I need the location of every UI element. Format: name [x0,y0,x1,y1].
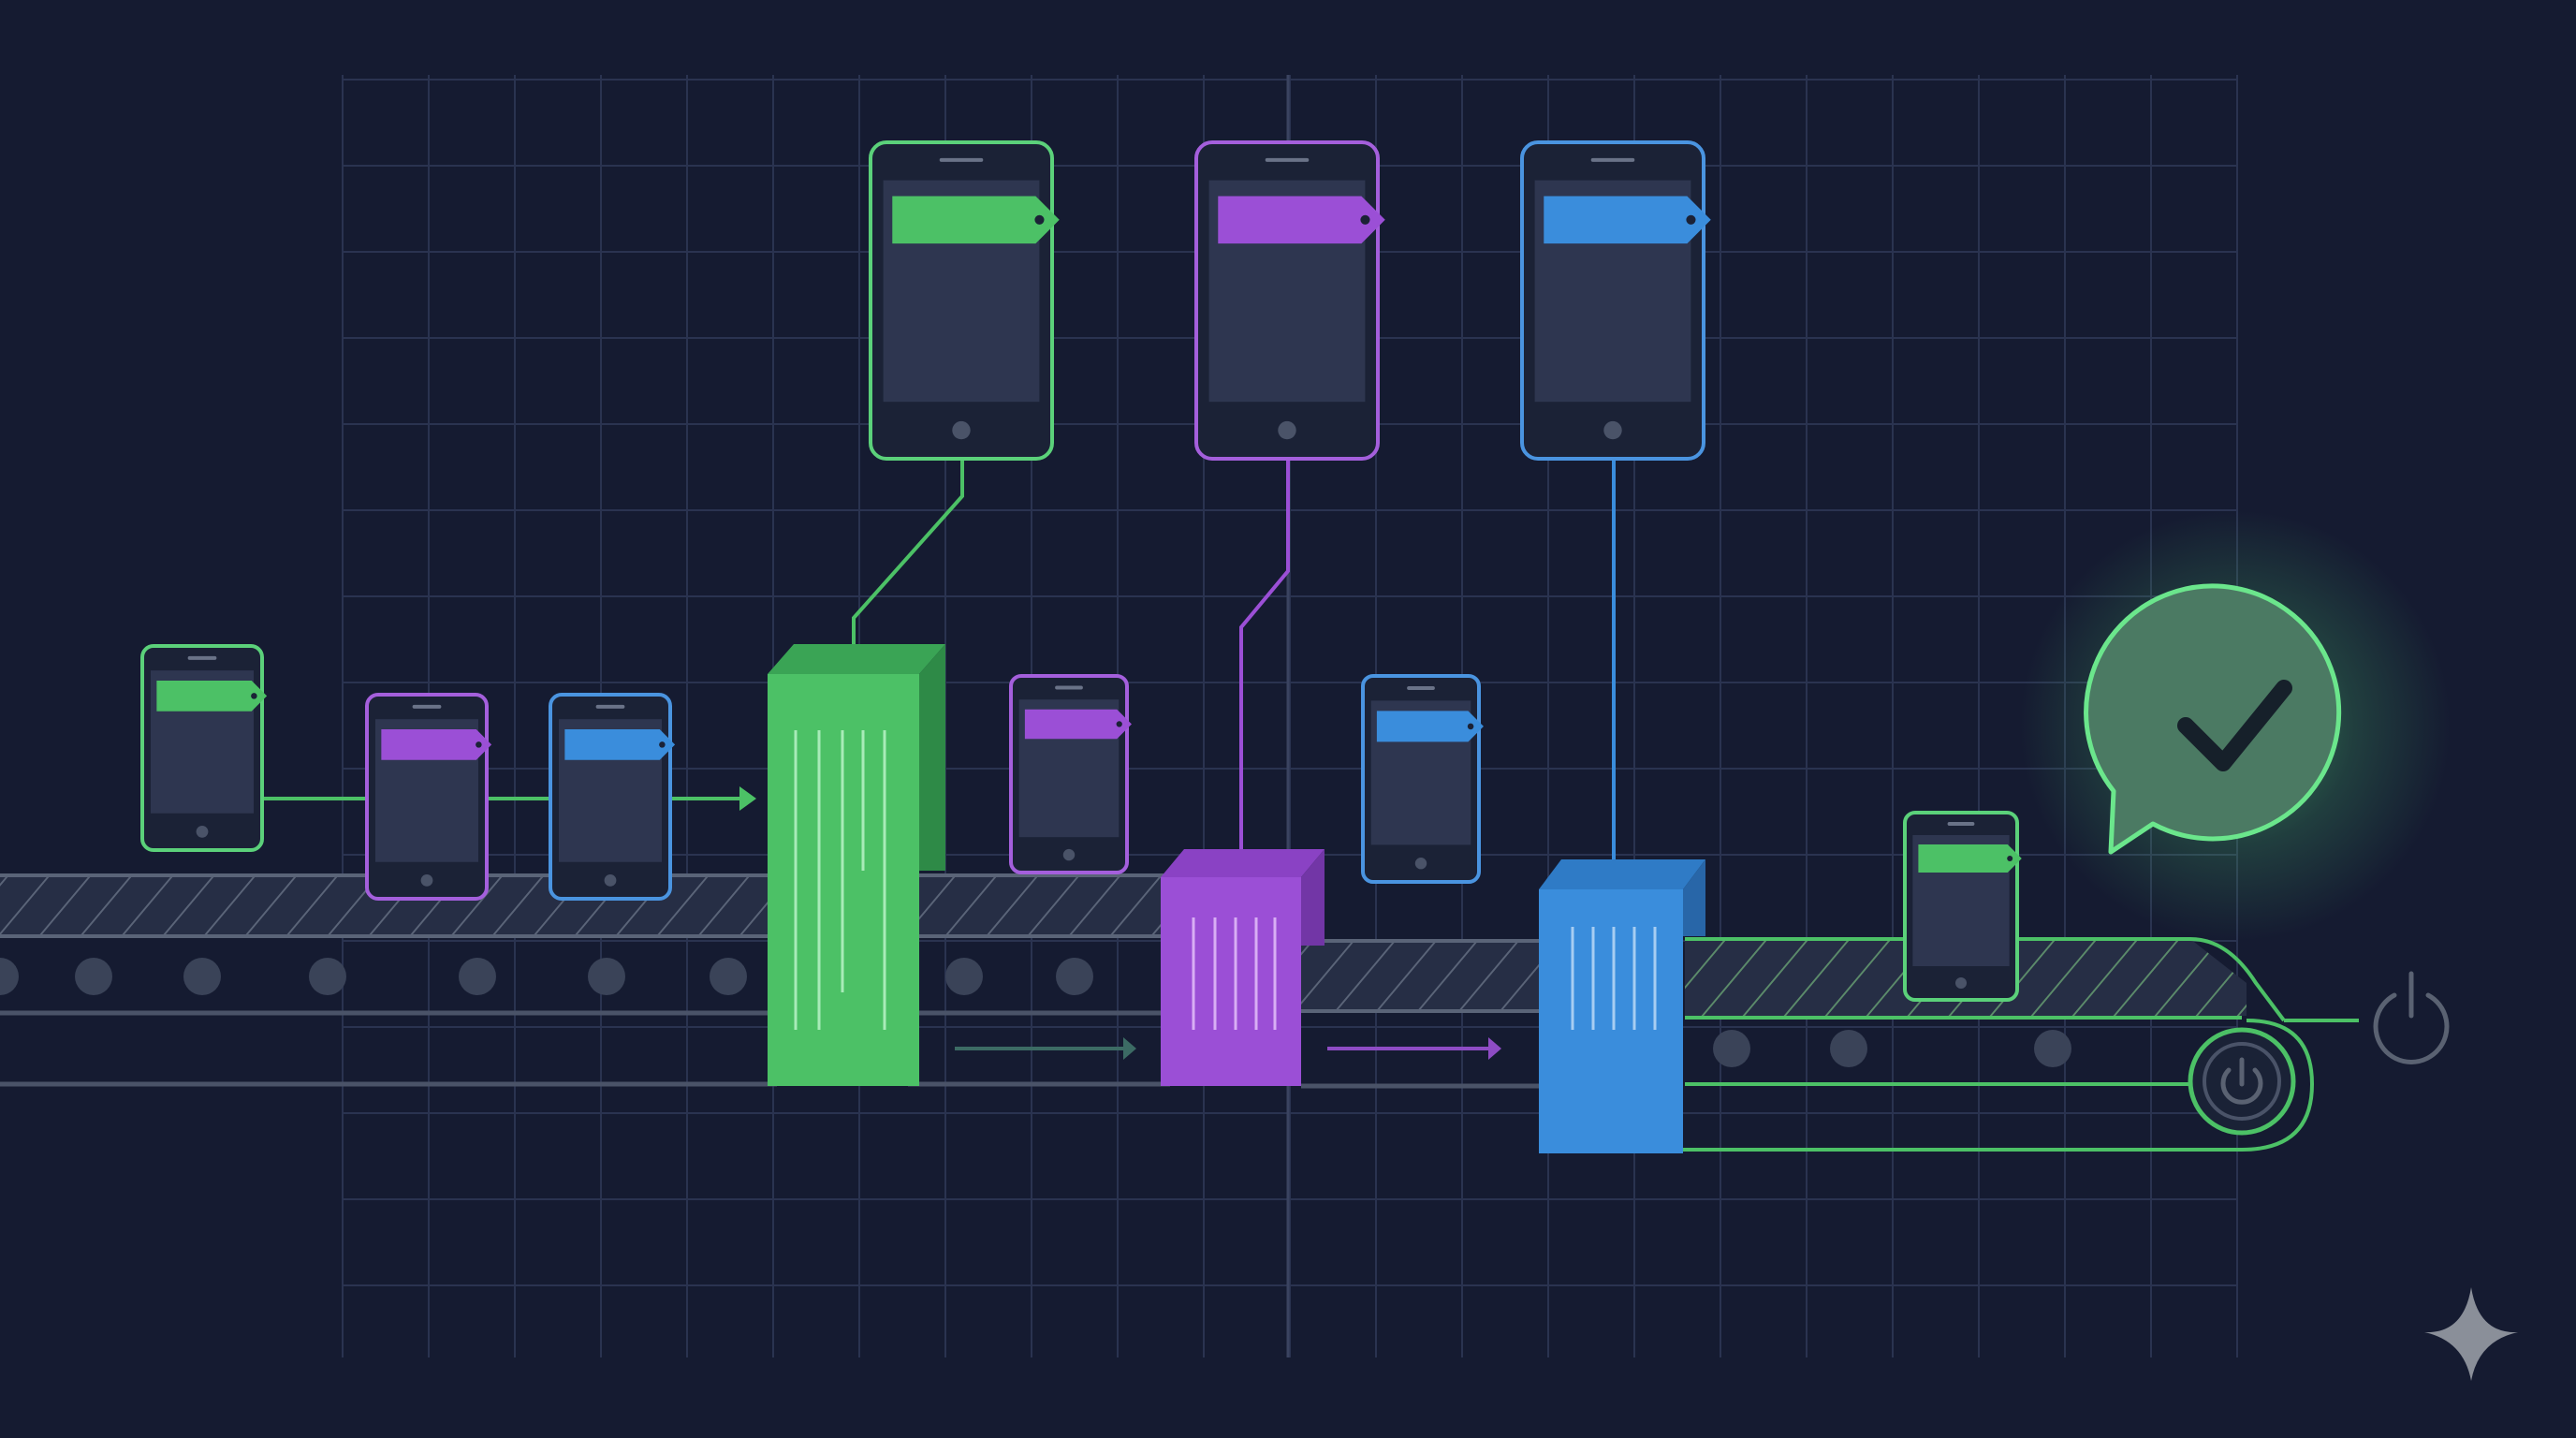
price-tag-icon [1918,844,2022,873]
smartphone-icon [140,644,268,852]
phone-home-button [1603,420,1622,440]
smartphone-icon [1361,674,1484,884]
tag-shape [892,196,1060,244]
tag-shape [1024,709,1132,740]
tag-shape [1918,844,2022,873]
phone-home-button [1278,420,1296,440]
phone-home-button [952,420,971,440]
price-tag-icon [1218,196,1385,244]
roller-dots [0,958,747,995]
price-tag-icon [1376,711,1484,742]
smartphone-icon [365,693,492,901]
tag-hole [1360,214,1370,225]
phone-speaker [1947,822,1975,826]
smartphone-icon [549,693,676,901]
smartphone-icon [1520,140,1711,461]
smartphone-icon [1903,811,2022,1002]
checkmark-speech-bubble-icon [2020,510,2451,941]
phone-home-button [420,873,433,887]
power-icon [2188,1027,2296,1136]
price-tag-icon [892,196,1060,244]
price-tag-icon [156,681,268,712]
connector-lines [852,459,1616,866]
stage-box-purple [1161,849,1325,1086]
tag-shape [564,729,676,760]
phone-home-button [1414,858,1427,870]
tag-hole [251,693,257,699]
tag-shape [156,681,268,712]
phone-home-button [196,825,209,838]
price-tag-icon [381,729,492,760]
phone-home-button [1955,977,1967,989]
tag-shape [1218,196,1385,244]
phone-speaker [595,704,625,709]
tag-hole [1116,721,1122,727]
phone-speaker [1590,157,1635,162]
price-tag-icon [1544,196,1711,244]
phone-speaker [412,704,442,709]
flow-arrows [262,786,1501,1060]
phone-speaker [1407,686,1435,690]
stage-box-blue [1539,859,1705,1153]
phone-home-button [1062,848,1076,861]
phone-home-button [604,873,617,887]
stage-box-green [768,644,945,1086]
tag-hole [659,741,666,748]
power-icon [2373,971,2450,1064]
tag-hole [2007,856,2013,861]
tag-shape [1544,196,1711,244]
conveyor-belt-middle [908,873,1544,1089]
tag-hole [1034,214,1045,225]
tag-shape [1376,711,1484,742]
smartphone-icon [1009,674,1132,874]
conveyor-belt-left [0,873,777,1087]
sparkle-icon [2424,1287,2518,1381]
phone-speaker [1055,685,1083,690]
tag-shape [381,729,492,760]
phone-speaker [187,655,217,660]
price-tag-icon [564,729,676,760]
tag-hole [1686,214,1696,225]
phones-layer [140,140,2022,1002]
tag-hole [1467,723,1474,730]
tag-hole [476,741,482,748]
phone-speaker [1265,157,1310,162]
smartphone-icon [869,140,1060,461]
smartphone-icon [1194,140,1385,461]
price-tag-icon [1024,709,1132,740]
phone-speaker [939,157,984,162]
